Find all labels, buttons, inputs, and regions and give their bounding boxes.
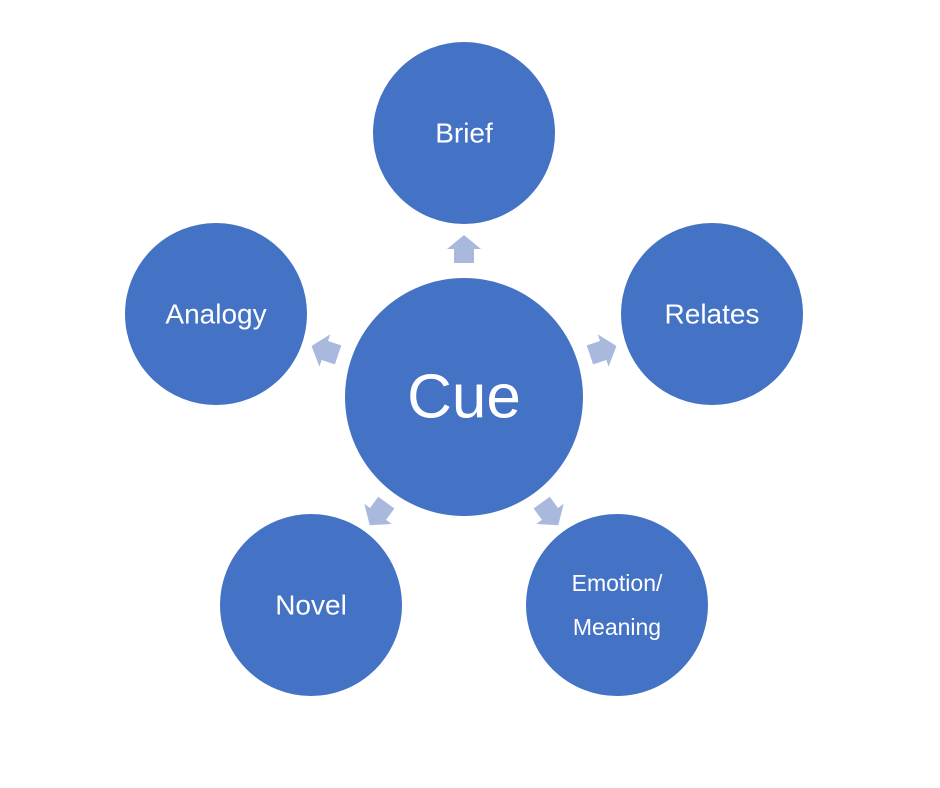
node-circle-relates	[619, 221, 805, 407]
arrow-to-relates	[586, 334, 617, 367]
node-label-brief: Brief	[435, 118, 493, 149]
center-node: Cue	[343, 276, 585, 518]
node-analogy: Analogy	[123, 221, 309, 407]
node-label-emotion-meaning-line-1: Emotion/	[572, 570, 663, 596]
node-novel: Novel	[218, 512, 404, 698]
arrow-to-analogy	[311, 334, 342, 367]
arrows-layer	[311, 235, 617, 526]
center-label: Cue	[407, 363, 521, 432]
node-brief: Brief	[371, 40, 557, 226]
arrow-to-emotion-meaning	[533, 496, 564, 526]
node-label-relates: Relates	[665, 299, 760, 330]
node-emotion-meaning: Emotion/Meaning	[524, 512, 710, 698]
arrow-to-novel	[364, 496, 395, 526]
node-label-analogy: Analogy	[165, 299, 266, 330]
node-circle-emotion-meaning	[524, 512, 710, 698]
node-label-novel: Novel	[275, 590, 347, 621]
node-circle-brief	[371, 40, 557, 226]
arrow-to-brief	[447, 235, 481, 263]
node-label-emotion-meaning-line-2: Meaning	[573, 614, 661, 640]
center-circle	[343, 276, 585, 518]
node-relates: Relates	[619, 221, 805, 407]
node-circle-novel	[218, 512, 404, 698]
node-circle-analogy	[123, 221, 309, 407]
